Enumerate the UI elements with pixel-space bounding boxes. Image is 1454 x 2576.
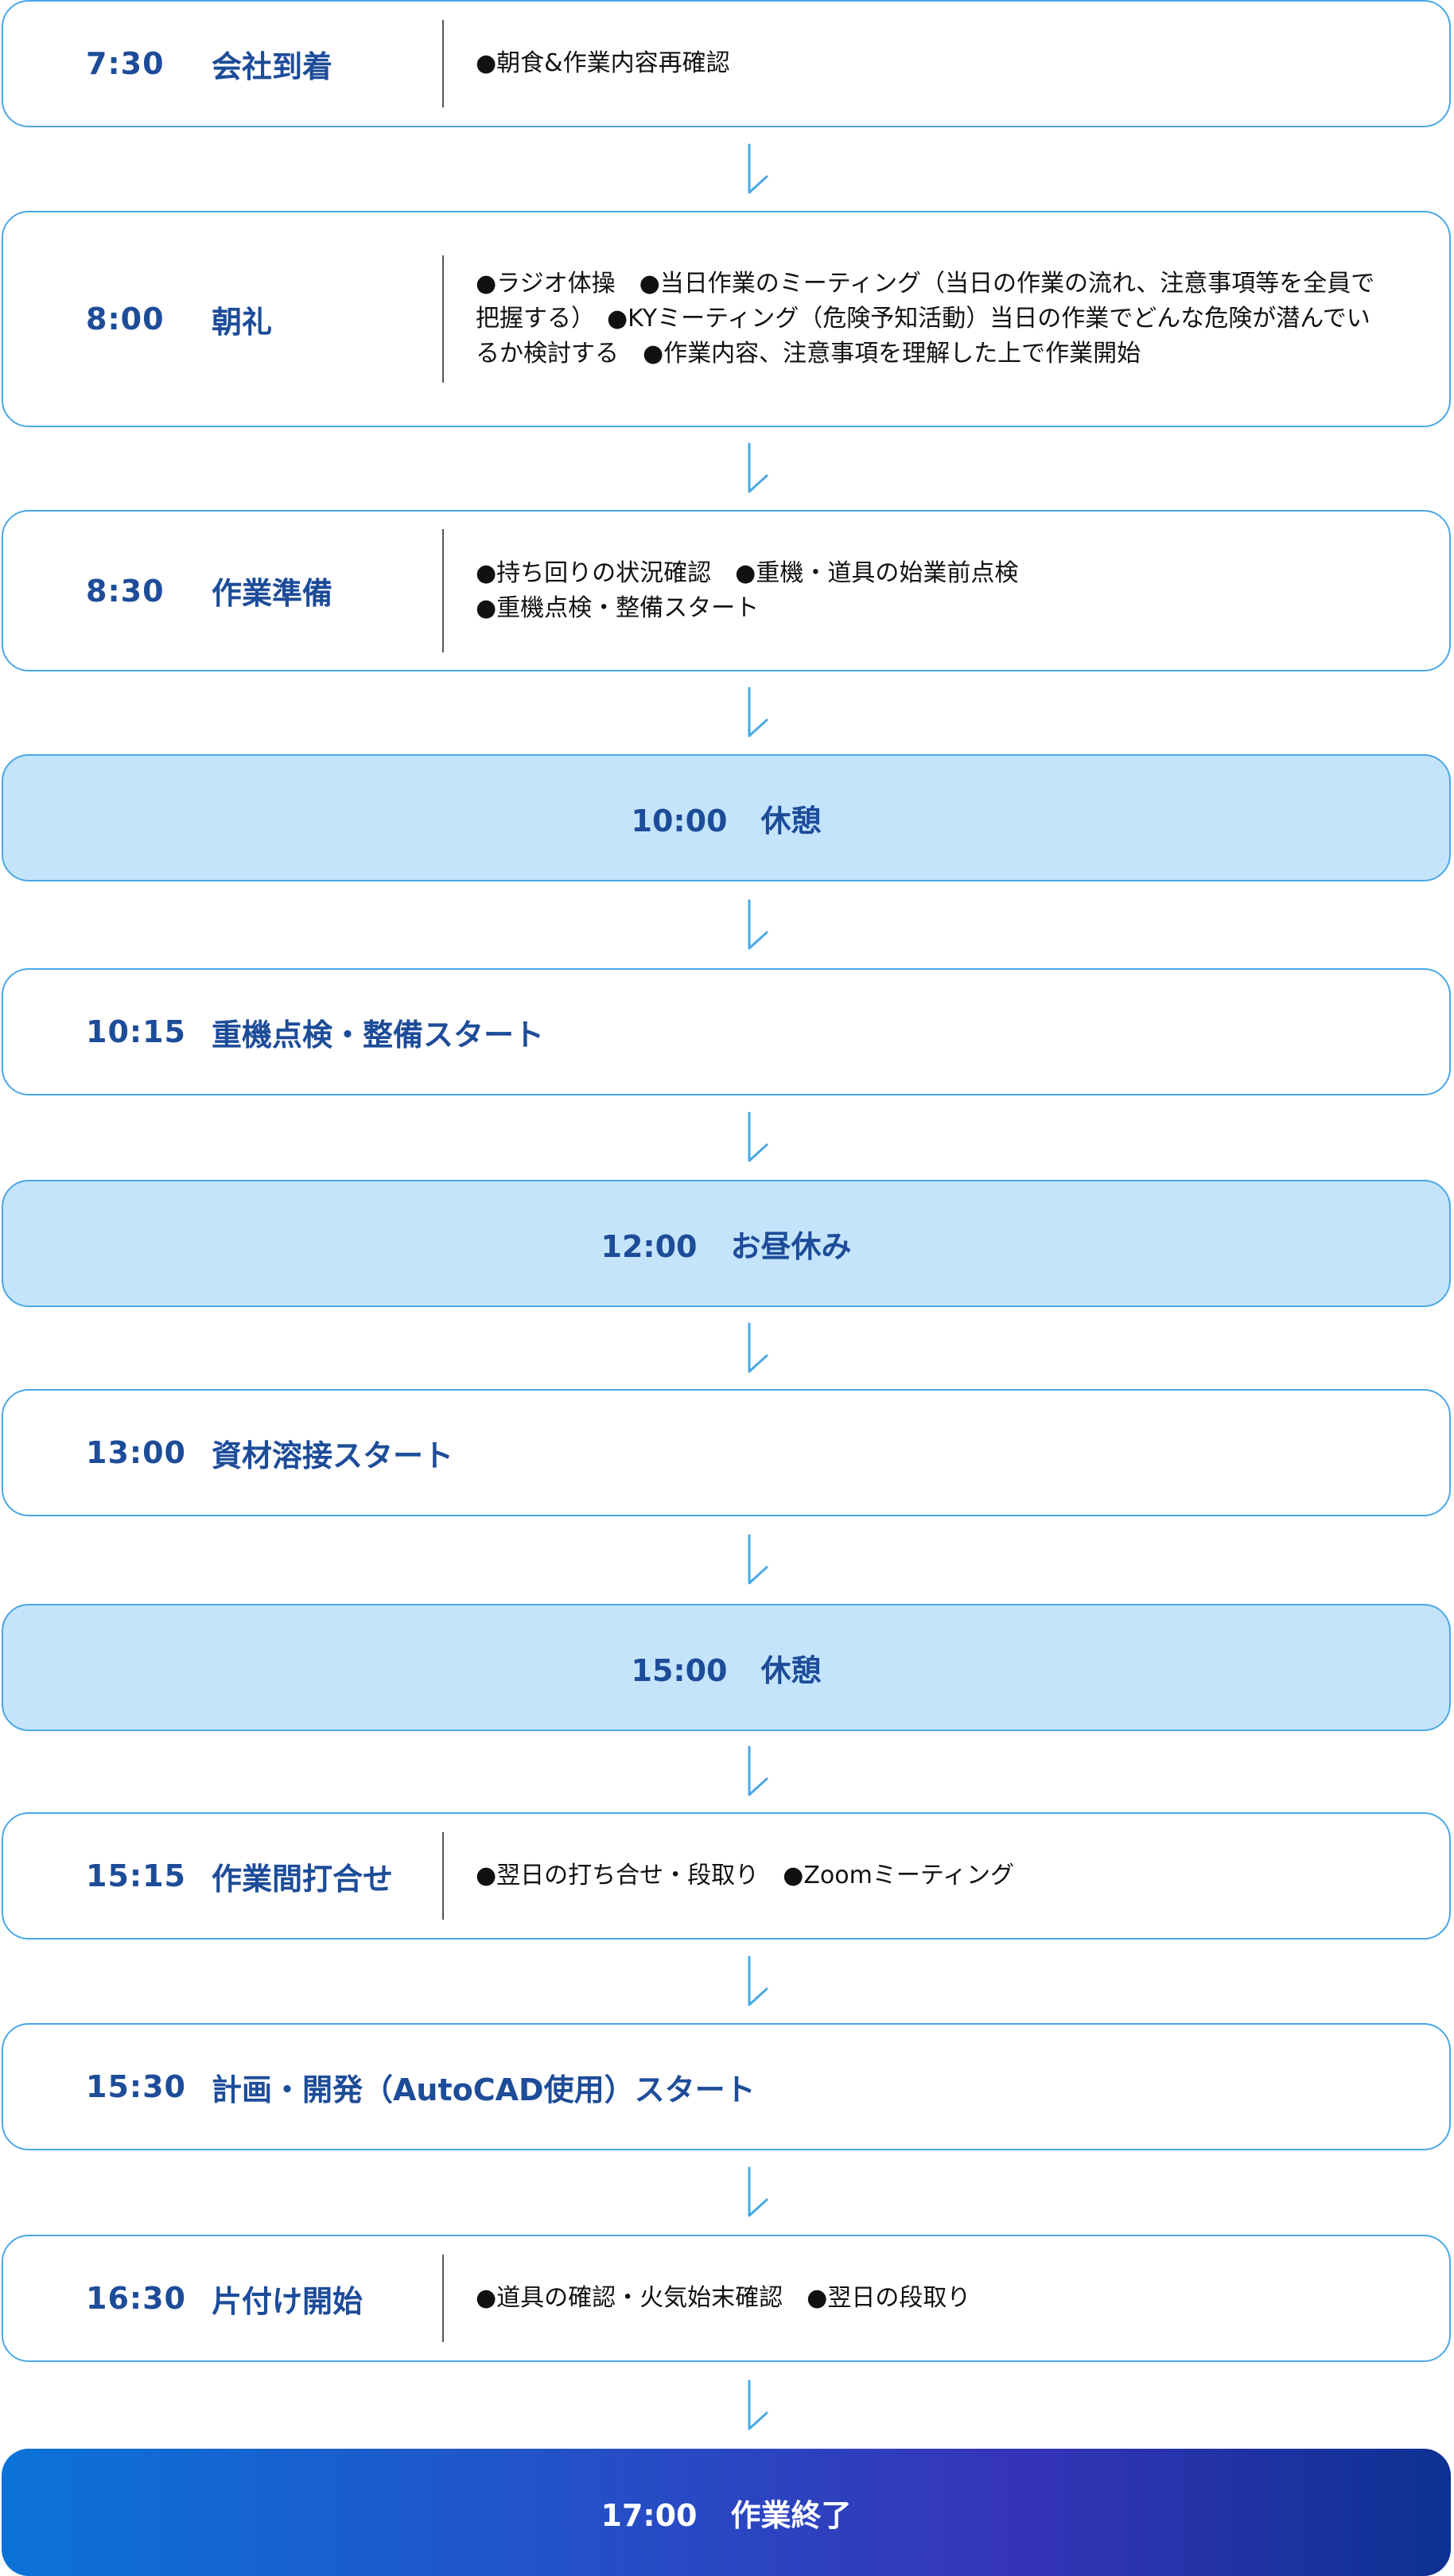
schedule-item-2: 8:30 作業準備 ●持ち回りの状況確認 ●重機・道具の始業前点検 ●重機点検・整備…: [2, 510, 1451, 671]
schedule-detail: ●道具の確認・火気始末確認 ●翌日の段取り: [476, 2284, 971, 2312]
schedule-title: 計画・開発（AutoCAD使用）スタート: [212, 2072, 756, 2107]
vertical-divider: [442, 20, 444, 107]
schedule-title: 作業終了: [730, 2497, 852, 2533]
break-label: 12:00 お昼休み: [601, 1222, 852, 1266]
schedule-time: 10:15: [86, 1014, 186, 1049]
schedule-item-1: 8:00 朝礼 ●ラジオ体操 ●当日作業のミーティング（当日の作業の流れ、注意事項等…: [2, 211, 1451, 427]
arrow-down-icon: [738, 2165, 773, 2220]
arrow-down-icon: [738, 1321, 773, 1376]
schedule-item-8: 15:15 作業間打合せ ●翌日の打ち合せ・段取り ●Zoomミーティング: [2, 1812, 1451, 1940]
schedule-time: 8:30: [86, 573, 165, 609]
break-label: 10:00 休憩: [632, 796, 822, 840]
schedule-time: 10:00: [631, 803, 728, 839]
end-label: 17:00 作業終了: [601, 2491, 852, 2535]
schedule-title: 作業準備: [212, 576, 333, 611]
schedule-time: 17:00: [601, 2497, 698, 2533]
arrow-down-icon: [738, 897, 773, 953]
schedule-title: 朝礼: [212, 304, 273, 340]
schedule-time: 13:00: [86, 1435, 186, 1470]
schedule-item-5: 12:00 お昼休み: [2, 1180, 1451, 1307]
arrow-down-icon: [738, 1744, 773, 1800]
schedule-title: 資材溶接スタート: [212, 1438, 454, 1473]
schedule-time: 15:15: [86, 1858, 186, 1893]
arrow-down-icon: [738, 2378, 773, 2434]
schedule-item-3: 10:00 休憩: [2, 754, 1451, 881]
schedule-time: 12:00: [601, 1228, 698, 1264]
schedule-detail: ●持ち回りの状況確認 ●重機・道具の始業前点検 ●重機点検・整備スタート: [476, 558, 1019, 622]
schedule-time: 15:30: [86, 2069, 186, 2104]
schedule-time: 7:30: [86, 46, 165, 81]
schedule-item-6: 13:00 資材溶接スタート: [2, 1389, 1451, 1516]
vertical-divider: [442, 2255, 444, 2342]
schedule-title: お昼休み: [730, 1228, 852, 1264]
schedule-item-0: 7:30 会社到着 ●朝食&作業内容再確認: [2, 0, 1451, 127]
schedule-item-11: 17:00 作業終了: [2, 2449, 1451, 2576]
schedule-title: 会社到着: [212, 49, 333, 84]
schedule-detail: ●翌日の打ち合せ・段取り ●Zoomミーティング: [476, 1862, 1015, 1889]
schedule-item-7: 15:00 休憩: [2, 1604, 1451, 1731]
schedule-time: 8:00: [86, 302, 165, 337]
arrow-down-icon: [738, 142, 773, 197]
schedule-title: 休憩: [760, 1652, 822, 1688]
schedule-item-4: 10:15 重機点検・整備スタート: [2, 968, 1451, 1095]
vertical-divider: [442, 529, 444, 652]
arrow-down-icon: [738, 1110, 773, 1165]
schedule-item-10: 16:30 片付け開始 ●道具の確認・火気始末確認 ●翌日の段取り: [2, 2235, 1451, 2362]
arrow-down-icon: [738, 1532, 773, 1588]
schedule-detail: ●朝食&作業内容再確認: [476, 49, 730, 77]
schedule-title: 片付け開始: [212, 2283, 364, 2319]
schedule-item-9: 15:30 計画・開発（AutoCAD使用）スタート: [2, 2023, 1451, 2150]
schedule-title: 作業間打合せ: [212, 1861, 394, 1897]
schedule-time: 15:00: [631, 1652, 728, 1688]
schedule-detail: ●ラジオ体操 ●当日作業のミーティング（当日の作業の流れ、注意事項等を全員で把握…: [476, 270, 1375, 368]
arrow-down-icon: [738, 1954, 773, 2010]
vertical-divider: [442, 255, 444, 383]
schedule-time: 16:30: [86, 2281, 186, 2316]
schedule-title: 休憩: [760, 803, 822, 839]
schedule-title: 重機点検・整備スタート: [212, 1017, 545, 1053]
vertical-divider: [442, 1832, 444, 1920]
arrow-down-icon: [738, 685, 773, 741]
arrow-down-icon: [738, 441, 773, 496]
break-label: 15:00 休憩: [632, 1646, 822, 1690]
